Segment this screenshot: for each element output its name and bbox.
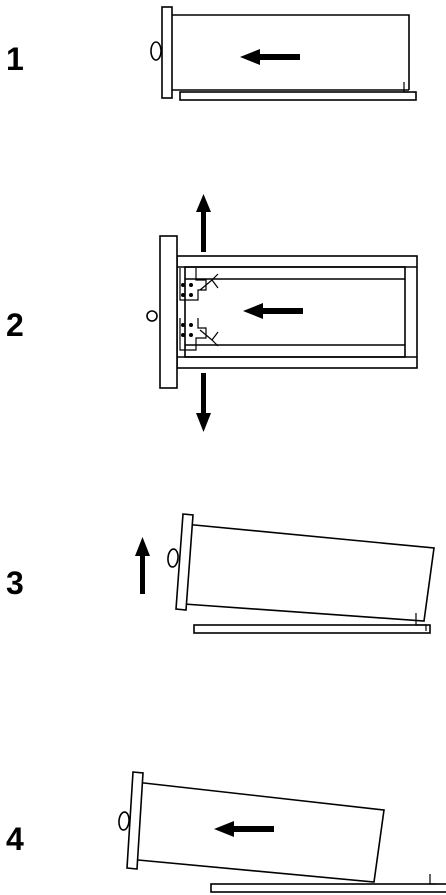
drawer-knob bbox=[118, 811, 130, 831]
drawer-body bbox=[172, 14, 410, 90]
push-in-arrow bbox=[243, 303, 303, 319]
rails-apart-down-arrow bbox=[196, 373, 211, 432]
drawer-front bbox=[159, 235, 178, 389]
drawer-box bbox=[184, 266, 406, 358]
drawer-front bbox=[175, 513, 194, 611]
slide-rail bbox=[179, 91, 417, 101]
lift-up-arrow bbox=[135, 537, 150, 594]
step-1-number: 1 bbox=[6, 41, 24, 77]
step-4: 4 bbox=[6, 771, 446, 893]
pull-out-arrow bbox=[214, 821, 274, 837]
drawer-body bbox=[183, 523, 435, 622]
step-1: 1 bbox=[6, 6, 417, 101]
drawer-knob bbox=[167, 548, 179, 568]
step-2-number: 2 bbox=[6, 307, 24, 343]
push-in-arrow bbox=[240, 49, 300, 65]
rail-stop bbox=[403, 82, 409, 93]
drawer-knob bbox=[150, 41, 162, 61]
release-latch-lower bbox=[179, 318, 219, 351]
step-3-drawer bbox=[135, 513, 435, 634]
step-2: 2 bbox=[6, 194, 418, 432]
step-2-drawer-top-view bbox=[146, 194, 418, 432]
rails-apart-up-arrow bbox=[196, 194, 211, 252]
slide-rail bbox=[210, 883, 446, 893]
drawer-knob bbox=[146, 310, 158, 322]
slide-rail bbox=[193, 624, 431, 634]
step-1-drawer bbox=[150, 6, 417, 101]
rail-stop bbox=[415, 613, 427, 631]
release-latch-upper bbox=[179, 268, 219, 301]
step-3-number: 3 bbox=[6, 565, 24, 601]
drawer-body bbox=[134, 781, 385, 883]
drawer-front bbox=[161, 6, 173, 99]
step-3: 3 bbox=[6, 513, 435, 634]
drawer-front bbox=[126, 771, 144, 870]
step-4-drawer bbox=[118, 771, 446, 893]
step-4-number: 4 bbox=[6, 821, 24, 857]
rail-stop bbox=[429, 874, 436, 885]
